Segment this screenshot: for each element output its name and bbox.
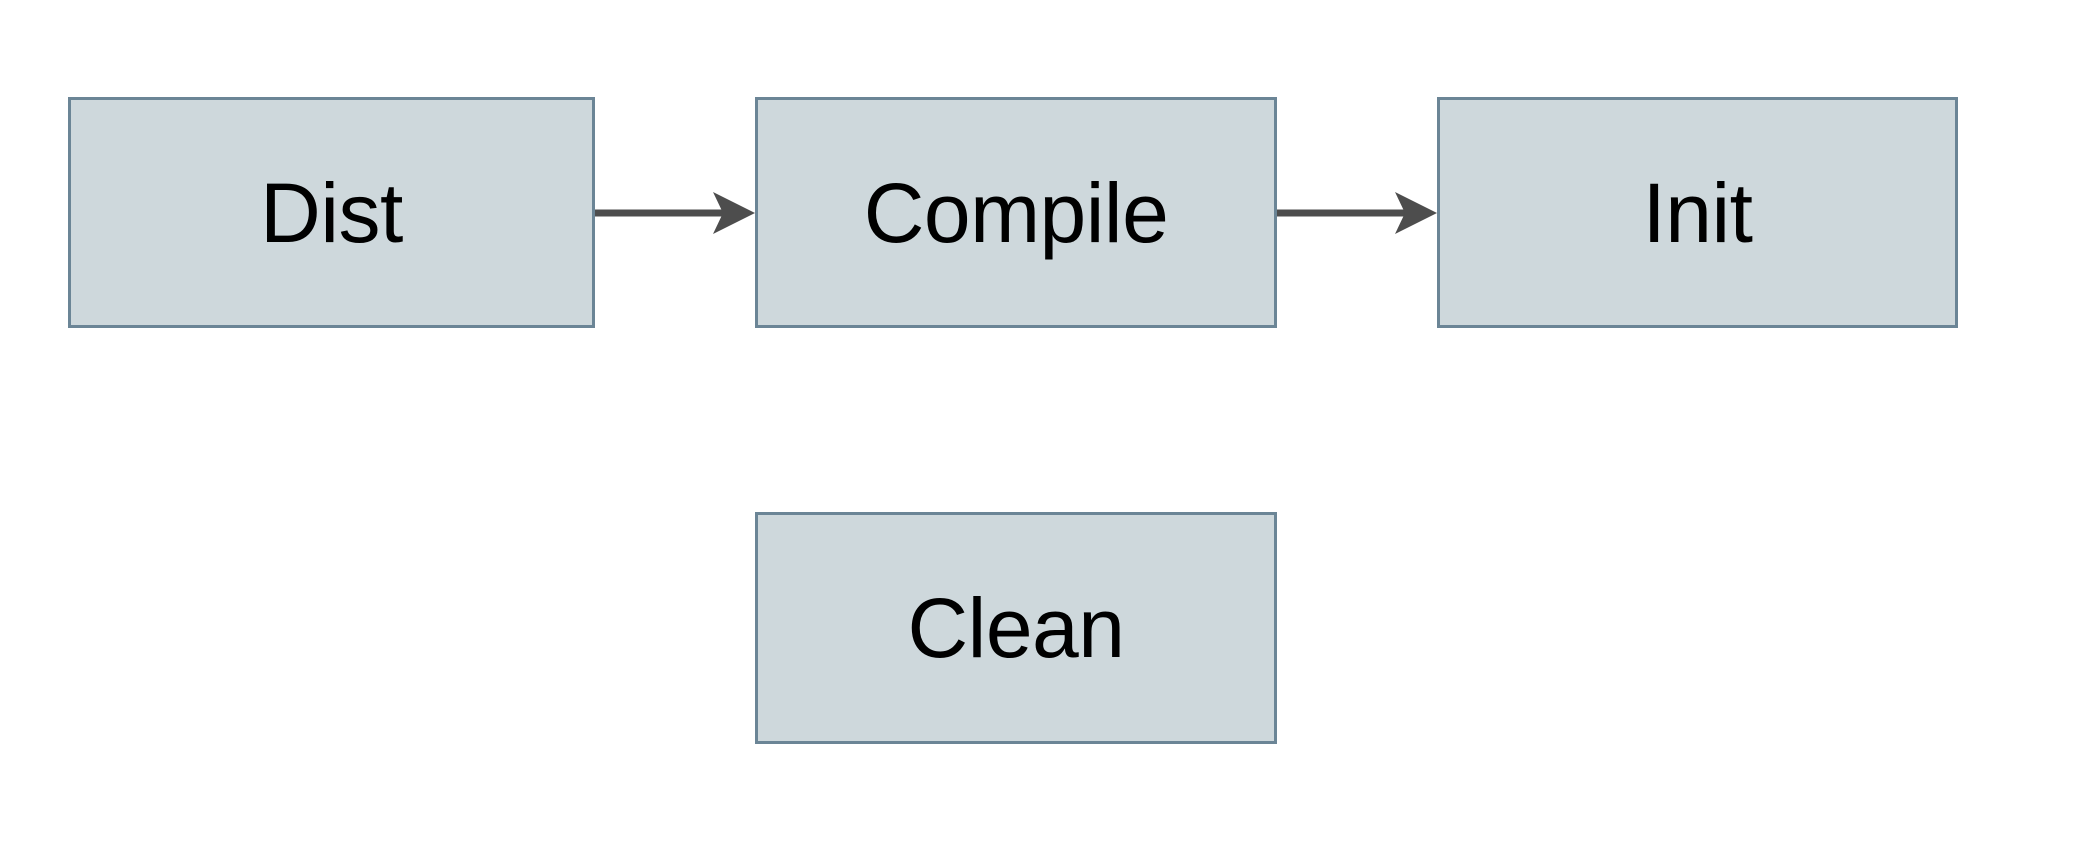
node-compile[interactable]: Compile: [755, 97, 1277, 328]
node-dist[interactable]: Dist: [68, 97, 595, 328]
edge-compile-to-init[interactable]: [1277, 192, 1437, 234]
node-dist-label: Dist: [260, 165, 403, 260]
edge-dist-to-compile[interactable]: [595, 192, 755, 234]
node-clean[interactable]: Clean: [755, 512, 1277, 744]
arrowhead-icon: [713, 192, 755, 234]
node-init-label: Init: [1642, 165, 1753, 260]
edge-dist-to-compile-svg: [595, 192, 755, 234]
node-clean-label: Clean: [907, 581, 1125, 675]
arrowhead-icon: [1395, 192, 1437, 234]
node-init[interactable]: Init: [1437, 97, 1958, 328]
edge-compile-to-init-svg: [1277, 192, 1437, 234]
node-compile-label: Compile: [863, 165, 1169, 260]
